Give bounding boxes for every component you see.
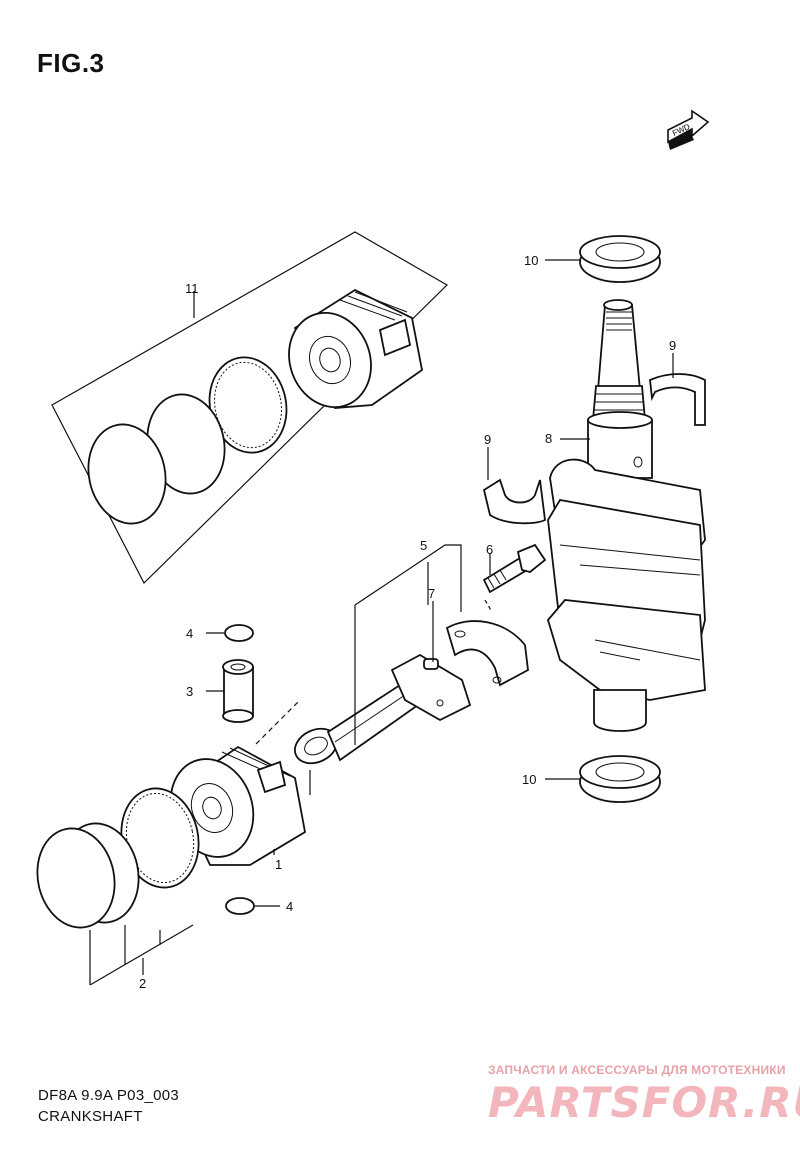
connecting-rod <box>294 653 472 765</box>
circlip-lower <box>225 897 255 915</box>
circlip-upper <box>224 624 254 642</box>
bearing-lower <box>579 755 661 803</box>
bearing-shell-left <box>482 478 546 525</box>
footer-model-code: DF8A 9.9A P03_003 <box>38 1087 180 1104</box>
leader-lines <box>89 259 674 986</box>
callout-9-left: 9 <box>484 432 491 447</box>
fwd-arrow-icon: FWD <box>667 109 710 150</box>
bearing-upper <box>579 235 661 283</box>
watermark-tagline: ЗАПЧАСТИ И АКСЕССУАРЫ ДЛЯ МОТОТЕХНИКИ <box>488 1063 786 1077</box>
callout-11: 11 <box>185 281 199 296</box>
callout-4-lower: 4 <box>286 899 293 914</box>
dowel-pin <box>423 658 439 670</box>
callout-4-upper: 4 <box>186 626 193 641</box>
piston-rings <box>36 787 200 929</box>
callout-1: 1 <box>275 857 282 872</box>
callout-8: 8 <box>545 431 552 446</box>
rod-cap <box>423 620 529 687</box>
callout-6: 6 <box>486 542 493 557</box>
callout-5: 5 <box>420 538 427 553</box>
piston-set-rings <box>87 356 288 525</box>
crankshaft <box>546 299 706 732</box>
callout-2: 2 <box>139 976 146 991</box>
piston-set-piston <box>288 288 423 409</box>
callout-7: 7 <box>428 586 435 601</box>
callout-9-right: 9 <box>669 338 676 353</box>
callout-10-lower: 10 <box>522 772 536 787</box>
rod-bolt <box>482 543 547 594</box>
figure-title: FIG.3 <box>37 48 105 78</box>
callout-10-upper: 10 <box>524 253 538 268</box>
watermark-logo: PARTSFOR.RU <box>488 1078 800 1127</box>
piston-pin <box>222 659 254 723</box>
piston-set-frame <box>51 231 448 584</box>
callout-3: 3 <box>186 684 193 699</box>
bearing-shell-right <box>649 373 706 426</box>
footer-section-name: CRANKSHAFT <box>38 1108 143 1125</box>
